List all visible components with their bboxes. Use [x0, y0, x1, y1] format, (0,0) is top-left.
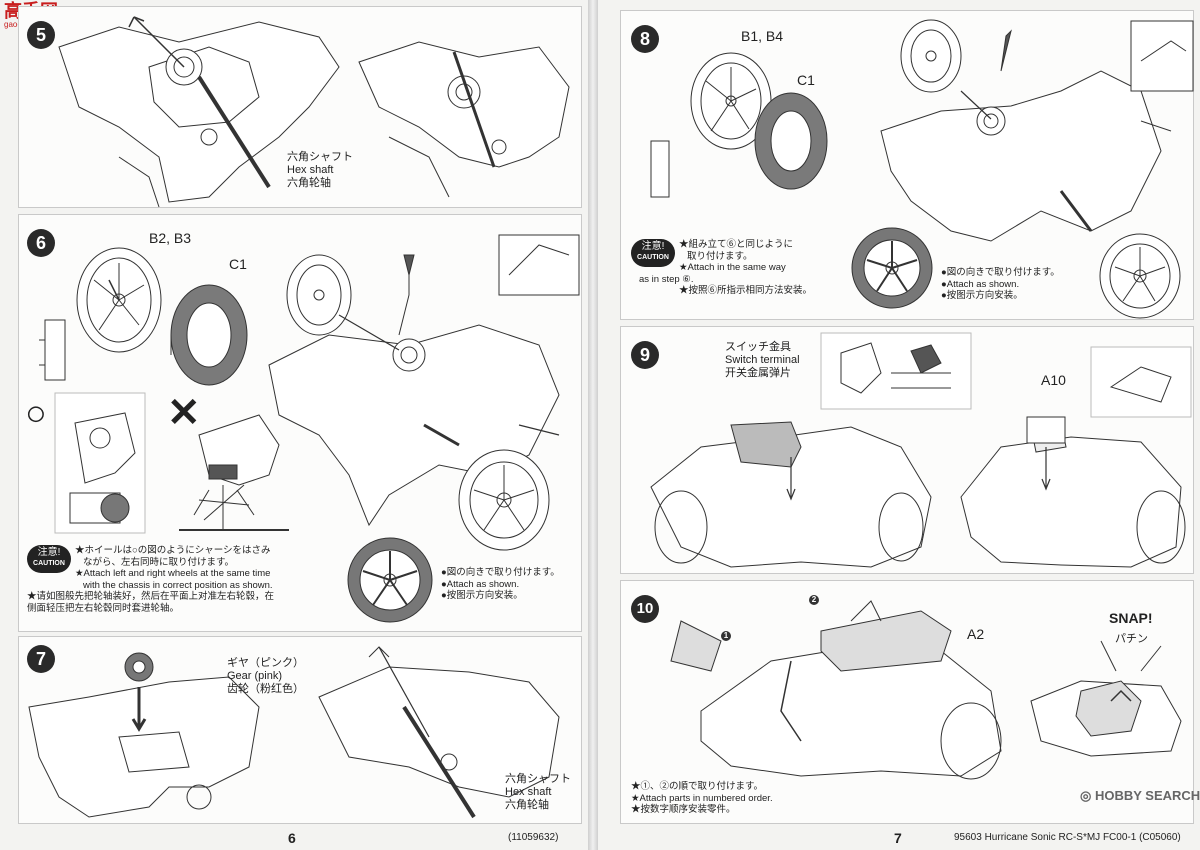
- step-10-part-label: A2: [967, 626, 985, 642]
- step-9-number: 9: [631, 341, 659, 369]
- step-7-number: 7: [27, 645, 55, 673]
- step-10-chassis-illustration: [641, 591, 1021, 781]
- step-5-chassis-illustration: [59, 7, 579, 207]
- step-10-snap-en: SNAP!: [1109, 610, 1153, 626]
- step-6-wheel-tire-illustration: [39, 245, 279, 405]
- step-6-orientation-note: ●按图示方向安装。: [441, 590, 523, 601]
- step-7-shaft-illustration: [309, 637, 581, 823]
- step-8-orientation-note: ●図の向きで取り付けます。: [941, 267, 1060, 278]
- step-10-note: ★Attach parts in numbered order.: [631, 792, 773, 804]
- right-page: 8 B1, B4 C1: [598, 0, 1200, 850]
- step-6-wheel-attach-illustration: [449, 445, 559, 555]
- step-6-caution-note: 侧面轻压把左右轮毂同时套进轮轴。: [27, 602, 180, 614]
- step-8-orientation-note: ●按图示方向安装。: [941, 290, 1023, 301]
- step-9-a10-chassis-illustration: [951, 347, 1191, 573]
- step-7-hex-shaft-en: Hex shaft: [505, 786, 552, 798]
- book-spine: [588, 0, 598, 850]
- step-6-caution-notes: ★ホイールは○の図のようにシャーシをはさみ ながら、左右同時に取り付けます。 ★…: [27, 545, 274, 614]
- step-6-ng-symbol: ✕: [167, 391, 201, 435]
- step-6-caution-note: ながら、左右同時に取り付けます。: [83, 556, 235, 568]
- step-9-switch-zh: 开关金属弹片: [725, 367, 791, 379]
- step-8-caution-ja: 注意!: [641, 241, 665, 252]
- step-7-gear-ja: ギヤ（ピンク）: [227, 657, 304, 669]
- step-6-orientation-notes: ●図の向きで取り付けます。 ●Attach as shown. ●按图示方向安装…: [441, 567, 560, 602]
- step-9-switch-closeup-illustration: [821, 333, 971, 409]
- step-8-caution-note: 取り付けます。: [687, 250, 753, 262]
- step-8-caution-note: ★按照⑥所指示相同方法安装。: [679, 285, 813, 296]
- step-10-panel: 10 A2 1 2 SNAP! パチン ★①、②の順で取り付けます。 ★Atta…: [620, 580, 1194, 824]
- step-6-caution-note: ★ホイールは○の図のようにシャーシをはさみ: [75, 545, 271, 556]
- step-9-panel: 9 スイッチ金具 Switch terminal 开关金属弹片 A10: [620, 326, 1194, 574]
- step-6-finished-wheel-illustration: [345, 535, 435, 625]
- page-number-right: 7: [894, 830, 902, 846]
- step-6-caution-note: with the chassis in correct position as …: [83, 579, 273, 591]
- step-8-wheel-label: B1, B4: [741, 28, 784, 44]
- step-8-caution-note: ★Attach in the same way: [679, 262, 786, 273]
- step-6-number: 6: [27, 229, 55, 257]
- step-5-hex-shaft-zh: 六角轮轴: [287, 177, 331, 189]
- watermark-icon: ◎: [1080, 788, 1095, 803]
- hobby-search-watermark: ◎ HOBBY SEARCH: [1080, 788, 1200, 804]
- step-9-switch-chassis-illustration: [641, 377, 941, 573]
- step-6-orientation-note: ●図の向きで取り付けます。: [441, 567, 560, 578]
- step-8-orientation-note: ●Attach as shown.: [941, 278, 1020, 290]
- step-6-orientation-note: ●Attach as shown.: [441, 578, 520, 590]
- step-8-caution-notes: ★組み立て⑥と同じように 取り付けます。 ★Attach in the same…: [639, 239, 813, 297]
- step-8-caution-en: CAUTION: [637, 254, 669, 261]
- step-8-wheel-tire-illustration: [651, 51, 851, 211]
- step-6-chassis-illustration: [259, 235, 579, 535]
- page-number-left: 6: [288, 830, 296, 846]
- footer-code: (11059632): [508, 832, 559, 843]
- step-10-marker-1: 1: [721, 631, 731, 641]
- step-10-note: ★①、②の順で取り付けます。: [631, 781, 764, 792]
- step-10-notes: ★①、②の順で取り付けます。 ★Attach parts in numbered…: [631, 781, 773, 816]
- step-6-caution-badge: 注意! CAUTION: [27, 545, 71, 573]
- step-10-marker-2: 2: [809, 595, 819, 605]
- step-9-switch-ja: スイッチ金具: [725, 341, 791, 353]
- step-7-chassis-gear-illustration: [29, 637, 329, 823]
- step-6-tire-label: C1: [229, 256, 247, 272]
- step-8-caution-note: ★組み立て⑥と同じように: [679, 239, 794, 250]
- step-8-finished-wheel-illustration: [849, 225, 935, 311]
- step-10-note: ★按数字顺序安装零件。: [631, 804, 736, 815]
- step-10-snap-illustration: [1021, 641, 1191, 761]
- step-6-panel: 6 B2, B3 C1: [18, 214, 582, 632]
- step-7-hex-shaft-zh: 六角轮轴: [505, 799, 549, 811]
- step-6-ok-symbol: ○: [25, 392, 47, 433]
- step-6-caution-note: ★请如图般先把轮轴装好，然后在平面上对准左右轮毂，在: [27, 591, 275, 602]
- step-6-caution-en: CAUTION: [33, 560, 65, 567]
- left-page: 高手网 gao-shou.com 5 六角シャフト Hex shaft 六角轮轴: [0, 0, 588, 850]
- step-8-wheel-attach-illustration: [1095, 231, 1185, 321]
- step-7-panel: 7 ギヤ（ピンク） Gear (pink) 齿轮（粉红色） 六角シャフト Hex…: [18, 636, 582, 824]
- step-8-caution-note: as in step ⑥.: [639, 273, 694, 285]
- step-6-caution-ja: 注意!: [37, 547, 61, 558]
- step-10-snap-ja: パチン: [1115, 633, 1148, 645]
- step-8-chassis-illustration: [861, 11, 1193, 311]
- step-6-wheel-label: B2, B3: [149, 230, 192, 246]
- step-6-caution-note: ★Attach left and right wheels at the sam…: [75, 568, 271, 579]
- step-5-hex-shaft-ja: 六角シャフト: [287, 151, 353, 163]
- watermark-text: HOBBY SEARCH: [1094, 788, 1200, 803]
- step-8-number: 8: [631, 25, 659, 53]
- step-6-wrong-method-illustration: [179, 405, 289, 535]
- step-8-tire-label: C1: [797, 72, 815, 88]
- step-5-panel: 5 六角シャフト Hex shaft 六角轮轴: [18, 6, 582, 208]
- step-8-caution-badge: 注意! CAUTION: [631, 239, 675, 267]
- step-10-number: 10: [631, 595, 659, 623]
- step-8-panel: 8 B1, B4 C1: [620, 10, 1194, 320]
- step-5-number: 5: [27, 21, 55, 49]
- step-8-orientation-notes: ●図の向きで取り付けます。 ●Attach as shown. ●按图示方向安装…: [941, 267, 1060, 302]
- step-9-switch-en: Switch terminal: [725, 354, 800, 366]
- step-6-correct-method-illustration: [55, 393, 145, 533]
- step-9-part-label: A10: [1041, 372, 1066, 388]
- footer-text: 95603 Hurricane Sonic RC-S*MJ FC00-1 (C0…: [954, 832, 1181, 843]
- step-7-hex-shaft-ja: 六角シャフト: [505, 773, 571, 785]
- step-7-gear-en: Gear (pink): [227, 670, 283, 682]
- step-7-gear-zh: 齿轮（粉红色）: [227, 683, 304, 695]
- step-5-hex-shaft-en: Hex shaft: [287, 164, 334, 176]
